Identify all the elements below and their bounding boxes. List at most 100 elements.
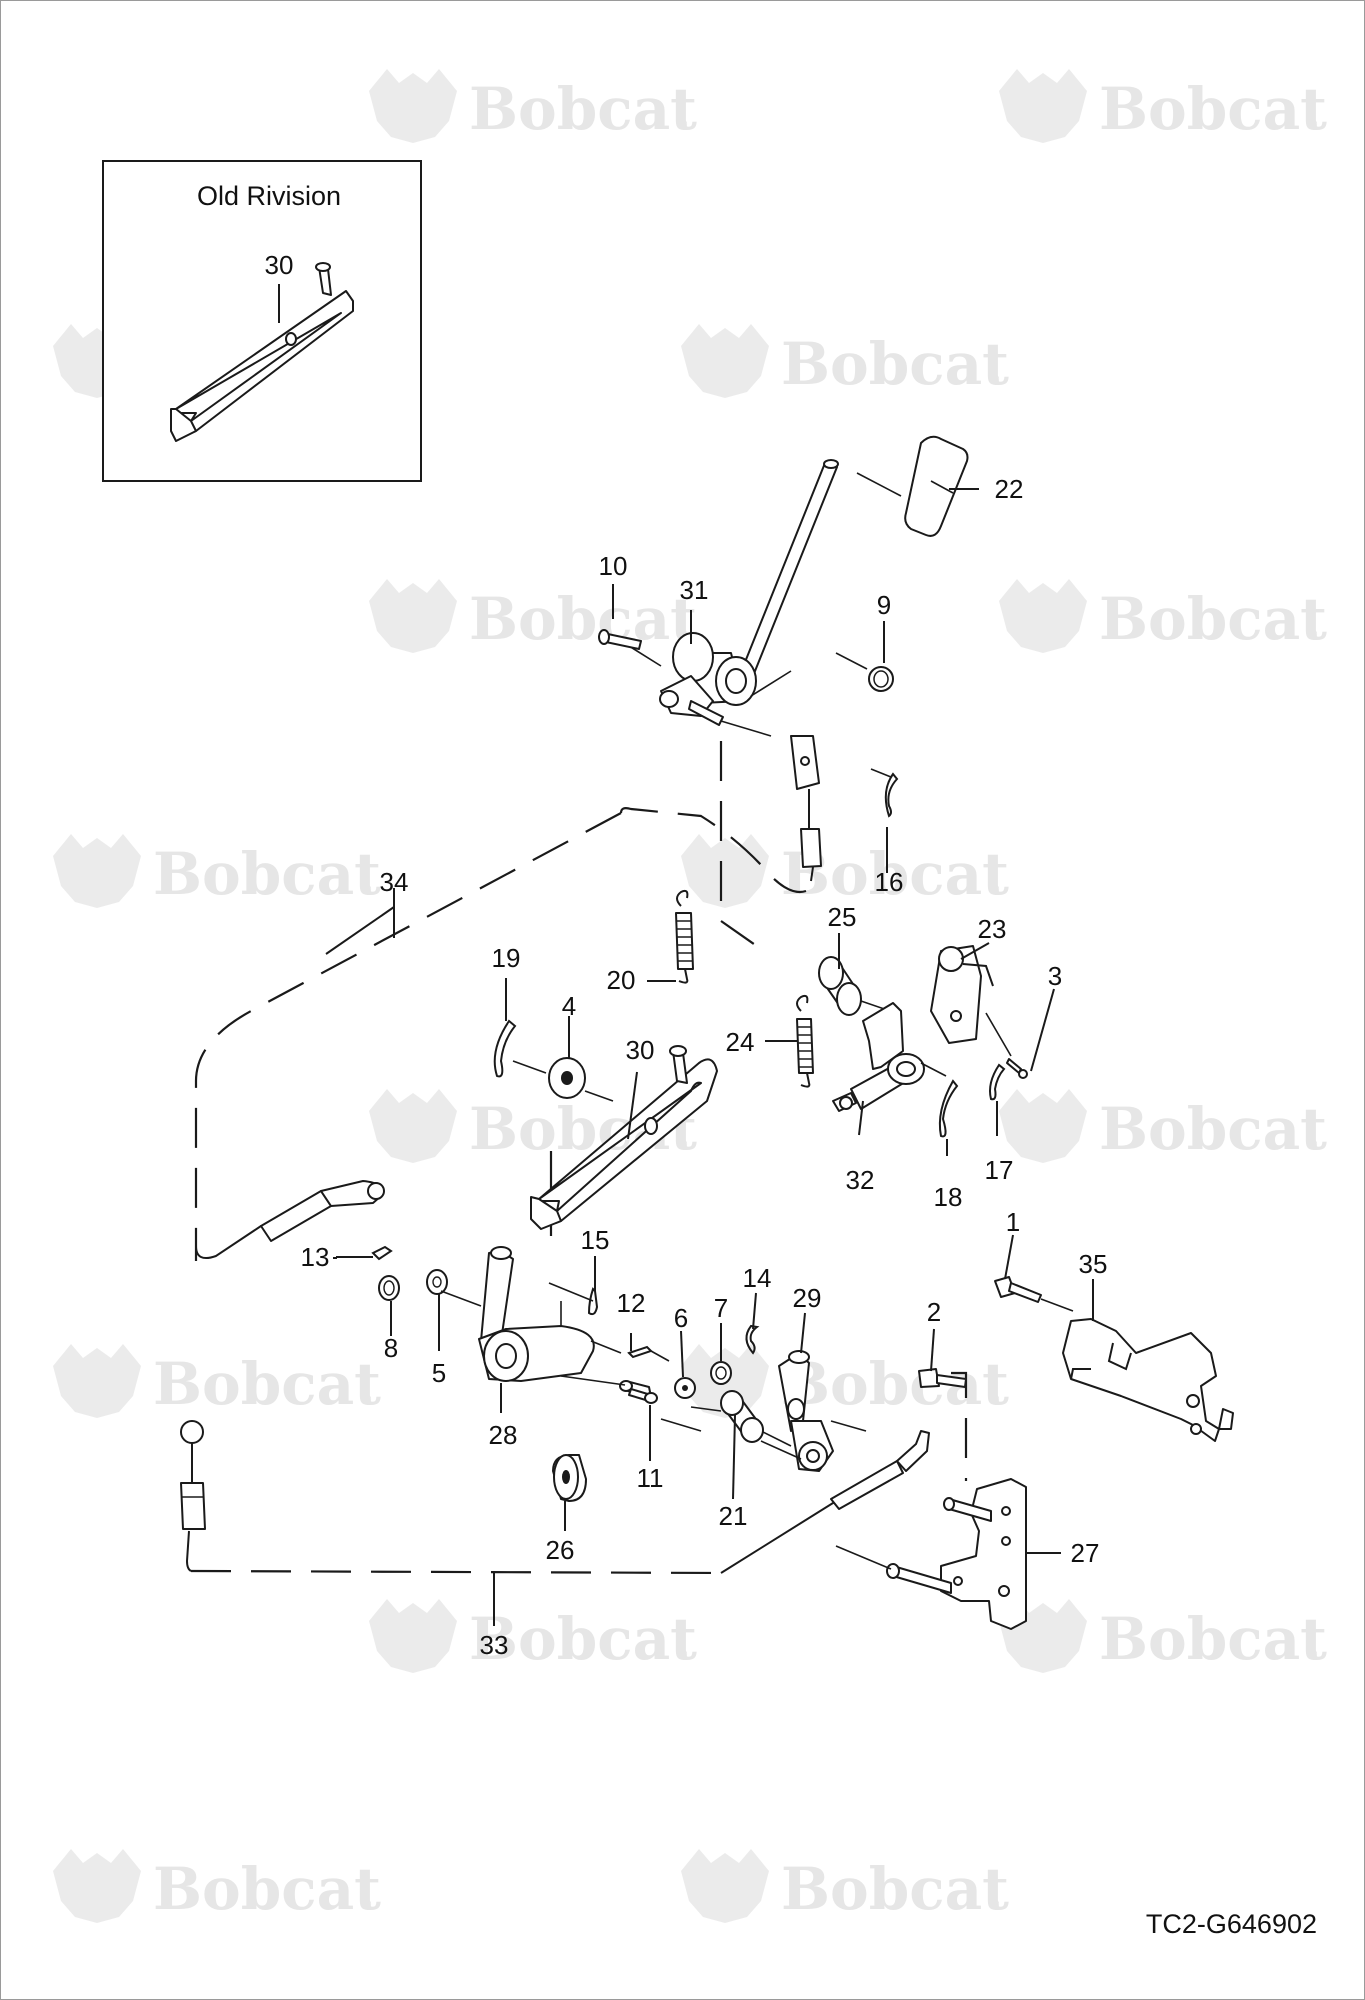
watermark-registered-mark: ®	[675, 1137, 689, 1153]
part-15-r-pin	[548, 1282, 599, 1316]
watermark-brand-text: Bobcat	[781, 1350, 1009, 1418]
part-21-bushing	[690, 1390, 802, 1460]
watermark-brand-text: Bobcat	[469, 75, 697, 143]
callout-33: 33	[480, 1630, 509, 1660]
part-8-snap-ring	[378, 1275, 400, 1301]
part-6-washer	[674, 1377, 696, 1399]
watermark-registered-mark: ®	[987, 1897, 1001, 1913]
part-19-r-pin	[493, 1019, 547, 1078]
part-24-spring	[796, 994, 814, 1088]
bobcat-watermark: Bobcat®	[53, 1849, 381, 1923]
old-lever-30	[170, 262, 354, 442]
callout-25: 25	[828, 902, 857, 932]
callout-10: 10	[599, 551, 628, 581]
callout-6: 6	[674, 1303, 688, 1333]
callout-24: 24	[726, 1027, 755, 1057]
bobcat-logo-icon	[369, 1599, 457, 1673]
watermark-registered-mark: ®	[987, 1392, 1001, 1408]
watermark-registered-mark: ®	[359, 1897, 373, 1913]
watermark-brand-text: Bobcat	[1099, 75, 1327, 143]
callout-29: 29	[793, 1283, 822, 1313]
callout-1: 1	[1006, 1207, 1020, 1237]
bobcat-watermark: Bobcat®	[681, 324, 1009, 398]
callout-26: 26	[546, 1535, 575, 1565]
part-1-bolt	[994, 1276, 1074, 1312]
part-2-bolt	[918, 1368, 967, 1388]
cable-end-34	[260, 1180, 385, 1242]
watermark-brand-text: Bobcat	[153, 1855, 381, 1923]
bobcat-logo-icon	[369, 579, 457, 653]
bobcat-logo-icon	[53, 1344, 141, 1418]
callout-22: 22	[995, 474, 1024, 504]
callout-4: 4	[562, 991, 576, 1021]
callout-3: 3	[1048, 961, 1062, 991]
part-26-bushing	[552, 1454, 587, 1502]
callout-28: 28	[489, 1420, 518, 1450]
bobcat-watermark: Bobcat®	[999, 1599, 1327, 1673]
bobcat-watermark: Bobcat®	[999, 579, 1327, 653]
bobcat-watermark: Bobcat®	[999, 69, 1327, 143]
watermark-brand-text: Bobcat	[1099, 585, 1327, 653]
callout-15: 15	[581, 1225, 610, 1255]
callout-23: 23	[978, 914, 1007, 944]
part-29-crank	[760, 1350, 867, 1472]
part-16-r-pin	[870, 768, 899, 818]
part-20-spring	[675, 889, 694, 984]
callout-30: 30	[626, 1035, 655, 1065]
part-28-bell-crank	[478, 1246, 622, 1382]
watermark-registered-mark: ®	[675, 1647, 689, 1663]
bobcat-logo-icon	[369, 1089, 457, 1163]
cable-end-33-right	[830, 1430, 930, 1510]
bobcat-logo-icon	[999, 579, 1087, 653]
callout-19: 19	[492, 943, 521, 973]
bobcat-logo-icon	[53, 1849, 141, 1923]
bobcat-watermark: Bobcat®	[369, 69, 697, 143]
callout-21: 21	[719, 1501, 748, 1531]
part-5-washer	[426, 1269, 482, 1307]
bobcat-watermark: Bobcat®	[369, 579, 697, 653]
callout-17: 17	[985, 1155, 1014, 1185]
callout-14: 14	[743, 1263, 772, 1293]
part-30-lever	[530, 1045, 718, 1230]
inset-box	[102, 160, 422, 482]
bobcat-logo-icon	[681, 324, 769, 398]
bobcat-watermark: Bobcat®	[53, 1344, 381, 1418]
watermark-brand-text: Bobcat	[469, 585, 697, 653]
watermark-brand-text: Bobcat	[1099, 1095, 1327, 1163]
inset-old-revision: Old Rivision 30	[102, 160, 422, 482]
part-18-r-pin	[938, 1079, 959, 1138]
part-4-washer	[548, 1057, 614, 1102]
watermark-brand-text: Bobcat	[469, 1605, 697, 1673]
part-3-screw	[1006, 1058, 1028, 1079]
part-17-r-pin	[989, 1063, 1006, 1101]
watermark-registered-mark: ®	[675, 117, 689, 133]
callout-31: 31	[680, 575, 709, 605]
callout-16: 16	[875, 867, 904, 897]
part-14-r-pin	[745, 1324, 760, 1355]
callout-5: 5	[432, 1358, 446, 1388]
callout-27: 27	[1071, 1538, 1100, 1568]
callout-2: 2	[927, 1297, 941, 1327]
bobcat-logo-icon	[681, 834, 769, 908]
part-27-side-plate	[835, 1478, 1027, 1630]
callout-13: 13	[301, 1242, 330, 1272]
part-10-pin	[598, 629, 642, 650]
callout-11: 11	[637, 1463, 664, 1493]
part-12-cotter-pin	[627, 1345, 670, 1362]
callout-12: 12	[617, 1288, 646, 1318]
watermark-registered-mark: ®	[987, 372, 1001, 388]
bobcat-watermark: Bobcat®	[681, 834, 1009, 908]
bobcat-watermark: Bobcat®	[681, 1344, 1009, 1418]
watermark-registered-mark: ®	[359, 1392, 373, 1408]
bobcat-logo-icon	[999, 69, 1087, 143]
bobcat-watermark: Bobcat®	[681, 1849, 1009, 1923]
callout-labels: 10 31 9 22 16 34 25 23 3 19 4 30 20 24 3…	[301, 474, 1108, 1660]
part-35-bracket	[1062, 1318, 1234, 1442]
part-11-pin	[560, 1375, 702, 1432]
watermark-registered-mark: ®	[1305, 1137, 1319, 1153]
callout-leaders	[325, 488, 1094, 1626]
watermark-registered-mark: ®	[1305, 117, 1319, 133]
watermark-brand-text: Bobcat	[153, 840, 381, 908]
watermark-registered-mark: ®	[987, 882, 1001, 898]
